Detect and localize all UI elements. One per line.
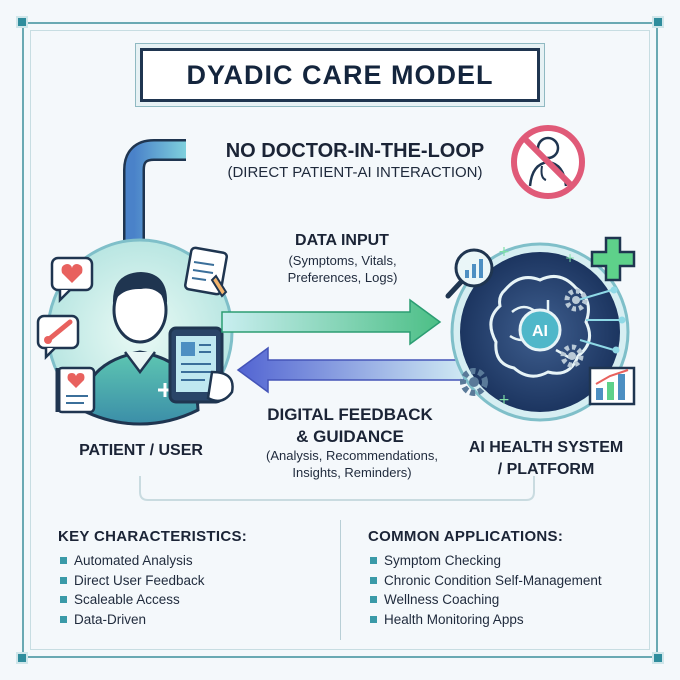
thermometer-icon: [36, 314, 80, 361]
common-applications-list: Symptom Checking Chronic Condition Self-…: [368, 551, 648, 629]
column-divider: [340, 520, 341, 640]
data-input-heading: DATA INPUT: [295, 232, 389, 249]
corner-ornament: [16, 652, 28, 664]
inner-frame: [30, 30, 650, 650]
no-doctor-icon: [511, 125, 585, 199]
list-item: Health Monitoring Apps: [368, 610, 648, 630]
list-item: Automated Analysis: [58, 551, 328, 571]
data-input-arrow: [221, 298, 442, 346]
feedback-heading-line: DIGITAL FEEDBACK: [267, 405, 433, 424]
ai-system-label-line: AI HEALTH SYSTEM: [468, 439, 624, 456]
feedback-arrow: [236, 346, 465, 394]
clipboard-icon: [184, 246, 228, 298]
loop-heading: NO DOCTOR-IN-THE-LOOP: [225, 140, 485, 162]
common-applications-section: COMMON APPLICATIONS: Symptom Checking Ch…: [368, 528, 648, 629]
list-item: Wellness Coaching: [368, 590, 648, 610]
common-applications-title: COMMON APPLICATIONS:: [368, 528, 564, 545]
list-item: Scaleable Access: [58, 590, 328, 610]
svg-text:+: +: [498, 244, 510, 260]
feedback-heading: DIGITAL FEEDBACK & GUIDANCE: [240, 404, 460, 448]
svg-text:+: +: [498, 392, 510, 408]
feedback-line: Insights, Reminders): [292, 465, 412, 480]
bar-chart-icon: [588, 366, 636, 406]
ai-system-hub: AI + + +: [450, 242, 630, 422]
health-journal-icon: [55, 366, 96, 414]
corner-ornament: [652, 16, 664, 28]
data-input-line: Preferences, Logs): [287, 270, 398, 285]
list-item: Direct User Feedback: [58, 571, 328, 591]
tablet-icon: [168, 326, 234, 404]
ai-system-label: AI HEALTH SYSTEM / PLATFORM: [446, 437, 646, 481]
data-input-line: (Symptoms, Vitals,: [288, 253, 397, 268]
feedback-heading-line: & GUIDANCE: [296, 427, 404, 446]
medical-cross-icon: [590, 236, 636, 282]
title-banner: DYADIC CARE MODEL: [140, 48, 540, 102]
page-title: DYADIC CARE MODEL: [186, 59, 494, 90]
loop-pipe: [123, 139, 186, 260]
magnifier-chart-icon: [445, 248, 494, 299]
list-item: Data-Driven: [58, 610, 328, 630]
feedback-line: (Analysis, Recommendations,: [266, 448, 438, 463]
corner-ornament: [16, 16, 28, 28]
loop-subheading: (DIRECT PATIENT-AI INTERACTION): [227, 164, 483, 181]
svg-text:+: +: [565, 251, 575, 265]
data-input-details: (Symptoms, Vitals, Preferences, Logs): [255, 252, 430, 286]
list-item: Chronic Condition Self-Management: [368, 571, 648, 591]
brain-circuit-icon: AI: [489, 274, 626, 378]
key-characteristics-title: KEY CHARACTERISTICS:: [58, 528, 248, 545]
list-item: Symptom Checking: [368, 551, 648, 571]
key-characteristics-section: KEY CHARACTERISTICS: Automated Analysis …: [58, 528, 328, 629]
return-path-line: [139, 476, 535, 501]
feedback-details: (Analysis, Recommendations, Insights, Re…: [228, 447, 476, 481]
ai-core-label: AI: [532, 323, 548, 340]
patient-label: PATIENT / USER: [79, 442, 203, 459]
key-characteristics-list: Automated Analysis Direct User Feedback …: [58, 551, 328, 629]
corner-ornament: [652, 652, 664, 664]
outer-frame: [22, 22, 658, 658]
gear-icon: [460, 288, 588, 396]
ai-system-label-line: / PLATFORM: [497, 461, 595, 478]
heart-chat-icon: [50, 256, 94, 304]
